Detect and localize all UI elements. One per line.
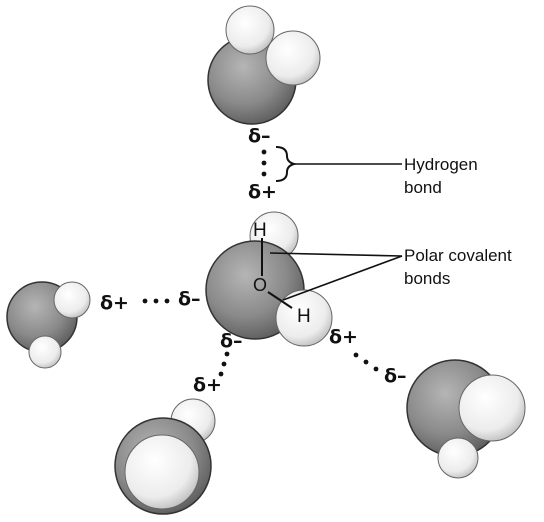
hydrogen-bond-dots xyxy=(261,149,267,177)
atom-label-h-top: H xyxy=(253,220,267,241)
hydrogen-atom xyxy=(275,289,333,347)
hydrogen-atom xyxy=(28,335,62,369)
hydrogen-bond-brace xyxy=(275,146,298,182)
water-molecule-bottom-right xyxy=(406,359,526,479)
polar-covalent-leader xyxy=(269,252,403,257)
covalent-bond-stick xyxy=(267,291,293,309)
hydrogen-bond-dots xyxy=(218,351,230,377)
partial-charge-pos: δ+ xyxy=(248,181,277,203)
partial-charge-pos: δ+ xyxy=(193,374,222,396)
water-molecule-top xyxy=(207,5,321,125)
partial-charge-neg: δ– xyxy=(178,288,201,310)
partial-charge-neg: δ– xyxy=(384,365,407,387)
hydrogen-atom xyxy=(225,5,275,55)
water-molecule-center xyxy=(205,211,333,347)
hydrogen-atom xyxy=(458,374,526,442)
partial-charge-pos: δ+ xyxy=(100,292,129,314)
polar-covalent-leader xyxy=(282,255,403,301)
polar-covalent-label: Polar covalent bonds xyxy=(404,246,516,288)
hydrogen-bond-dots xyxy=(142,298,170,304)
atom-label-o: O xyxy=(253,275,267,295)
hydrogen-atom xyxy=(437,437,479,479)
atom-label-h-right: H xyxy=(297,306,311,327)
partial-charge-neg: δ– xyxy=(220,330,243,352)
hydrogen-atom xyxy=(53,281,91,319)
hydrogen-bond-dots xyxy=(353,352,379,372)
hydrogen-atom xyxy=(265,30,321,86)
water-molecule-left xyxy=(6,281,91,369)
partial-charge-pos: δ+ xyxy=(329,326,358,348)
hydrogen-atom xyxy=(124,434,200,510)
hydrogen-bond-label: Hydrogen bond xyxy=(404,155,482,197)
water-molecule-bottom-left xyxy=(114,398,216,515)
partial-charge-neg: δ– xyxy=(248,125,271,147)
